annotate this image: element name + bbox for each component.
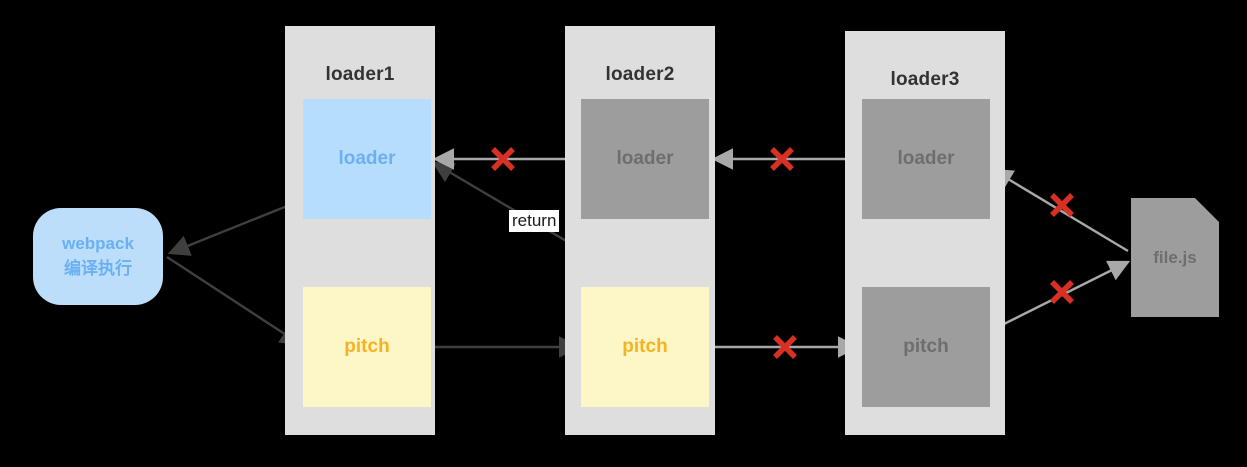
cell-loader1-pitch[interactable]: pitch: [303, 287, 431, 407]
cell-loader3-pitch[interactable]: pitch: [862, 287, 990, 407]
file-node-label: file.js: [1153, 247, 1197, 267]
webpack-node[interactable]: webpack 编译执行: [33, 208, 163, 305]
file-node[interactable]: file.js: [1131, 198, 1219, 317]
x-mark-loader2-to-loader1: [491, 147, 515, 171]
cell-loader2-loader-label: loader: [616, 148, 674, 169]
x-mark-pitch3-to-file: [1050, 280, 1074, 304]
webpack-label-line2: 编译执行: [64, 258, 132, 278]
x-mark-loader3-to-loader2: [770, 147, 794, 171]
cell-loader2-loader[interactable]: loader: [581, 99, 709, 219]
cell-loader2-pitch[interactable]: pitch: [581, 287, 709, 407]
edge-loader1-to-webpack: [167, 198, 303, 256]
x-mark-pitch2-to-pitch3: [773, 335, 797, 359]
lane-title-loader2: loader2: [605, 64, 675, 85]
return-label: return: [509, 210, 560, 232]
cell-loader1-loader[interactable]: loader: [303, 99, 431, 219]
lane-title-loader1: loader1: [325, 64, 395, 85]
file-document-icon: [1131, 198, 1219, 317]
cell-loader1-loader-label: loader: [338, 148, 396, 169]
cell-loader1-pitch-label: pitch: [344, 336, 390, 357]
x-mark-file-to-loader3: [1050, 193, 1074, 217]
cell-loader2-pitch-label: pitch: [622, 336, 668, 357]
lane-title-loader3: loader3: [890, 69, 960, 90]
cell-loader3-pitch-label: pitch: [903, 336, 949, 357]
edge-webpack-to-pitch1: [166, 255, 303, 346]
cell-loader3-loader-label: loader: [897, 148, 955, 169]
cell-loader3-loader[interactable]: loader: [862, 99, 990, 219]
webpack-label-line1: webpack: [62, 233, 134, 253]
